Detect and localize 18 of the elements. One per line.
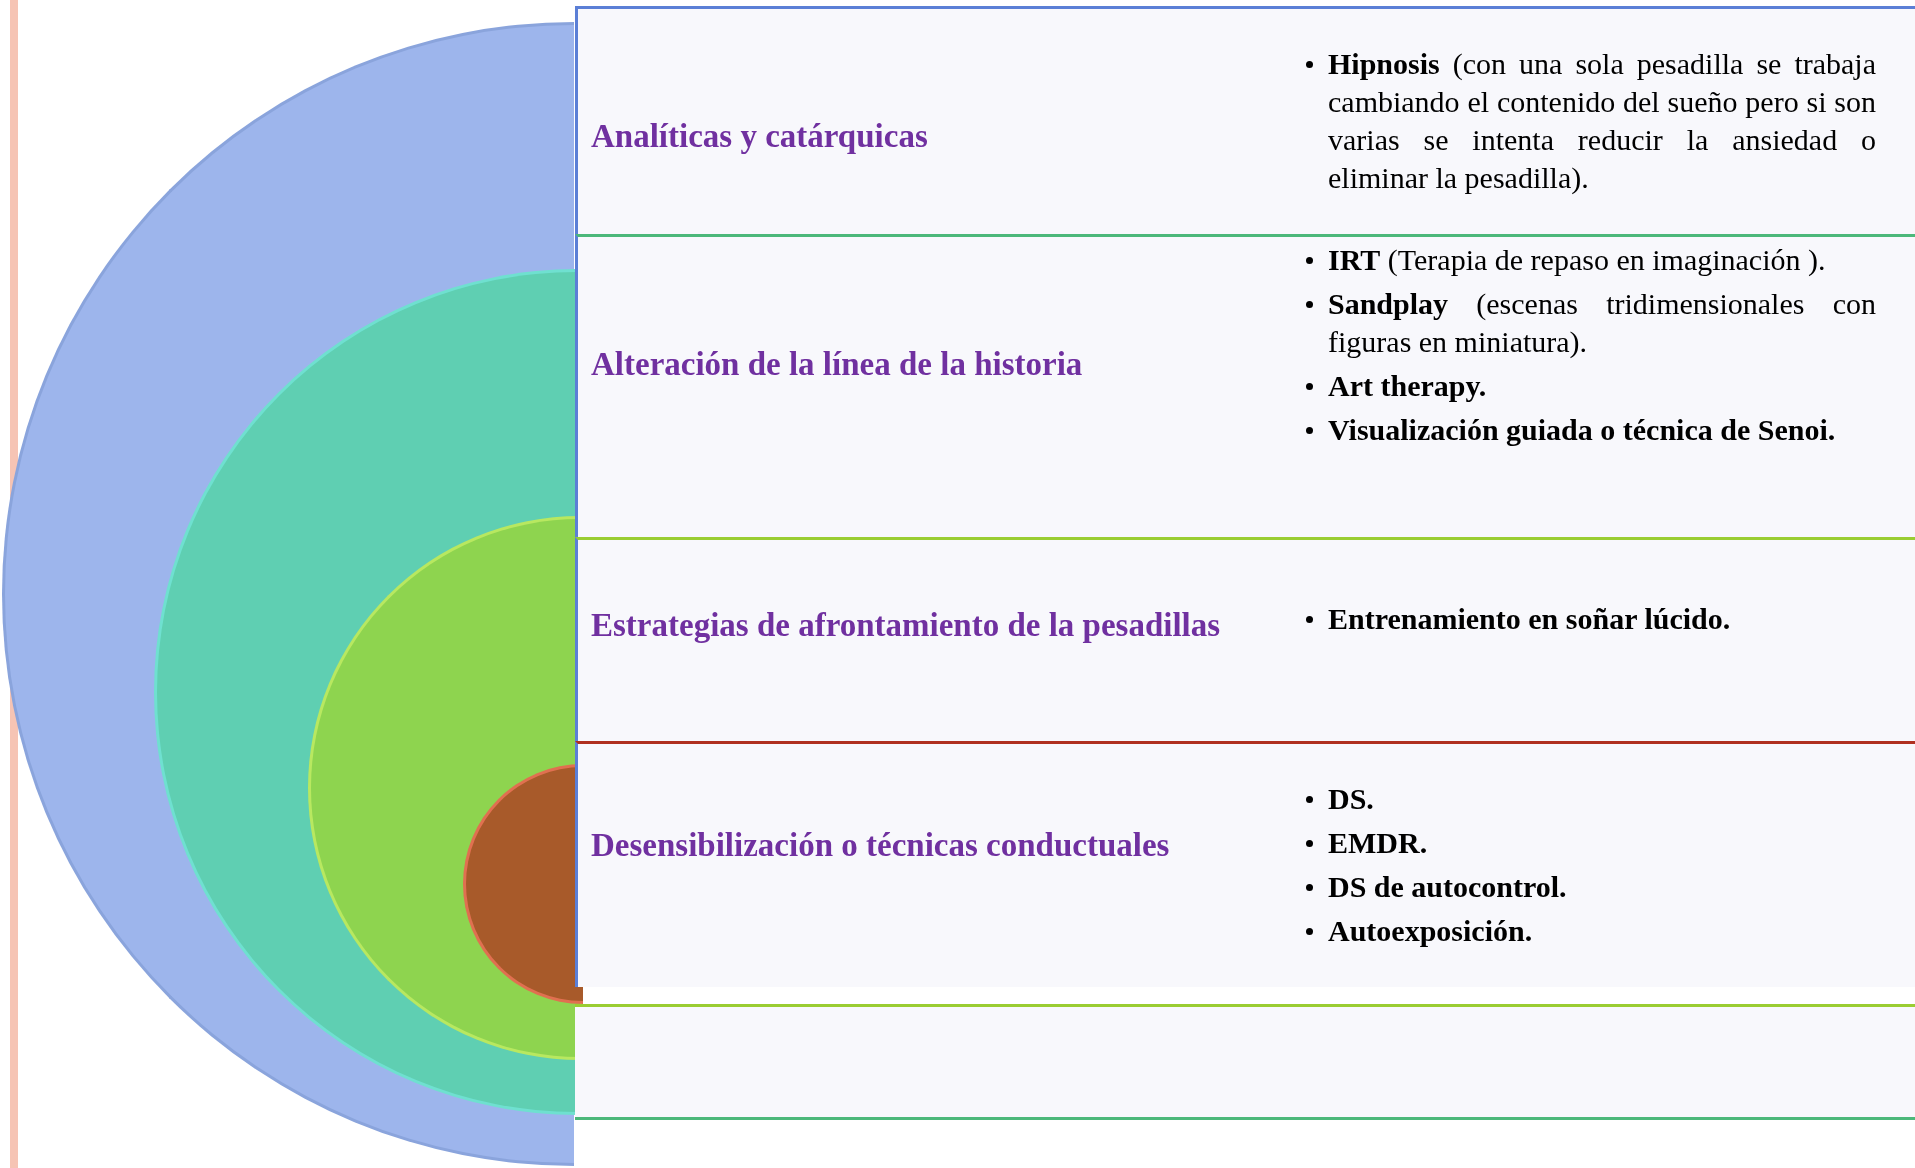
- bullet-item: Entrenamiento en soñar lúcido.: [1328, 600, 1876, 638]
- bullet-item: IRT (Terapia de repaso en imaginación ).: [1328, 241, 1876, 279]
- row-heading: Alteración de la línea de la historia: [591, 345, 1084, 383]
- row-heading: Estrategias de afrontamiento de la pesadillas: [591, 606, 1222, 644]
- bullet-item: Autoexposición.: [1328, 912, 1876, 950]
- bullet-item: Art therapy.: [1328, 367, 1876, 405]
- bullet-item: DS.: [1328, 780, 1876, 818]
- bullet-item: DS de autocontrol.: [1328, 868, 1876, 906]
- bullet-item: Sandplay (escenas tridimensionales con figuras en miniatura).: [1328, 285, 1876, 361]
- bullet-item: Hipnosis (con una sola pesadilla se trabaja cambiando el contenido del sueño pero si son varias se intenta reducir la ansiedad o eliminar la pesadilla).: [1328, 45, 1876, 197]
- bullet-item: Visualización guiada o técnica de Senoi.: [1328, 411, 1876, 449]
- row-panel: [575, 6, 1915, 234]
- row-panel: [575, 741, 1915, 987]
- row-panel: [575, 234, 1915, 537]
- row-heading: Analíticas y catárquicas: [591, 117, 929, 155]
- row-heading: Desensibilización o técnicas conductuales: [591, 826, 1171, 864]
- bullet-item: EMDR.: [1328, 824, 1876, 862]
- row-panel: [575, 537, 1915, 741]
